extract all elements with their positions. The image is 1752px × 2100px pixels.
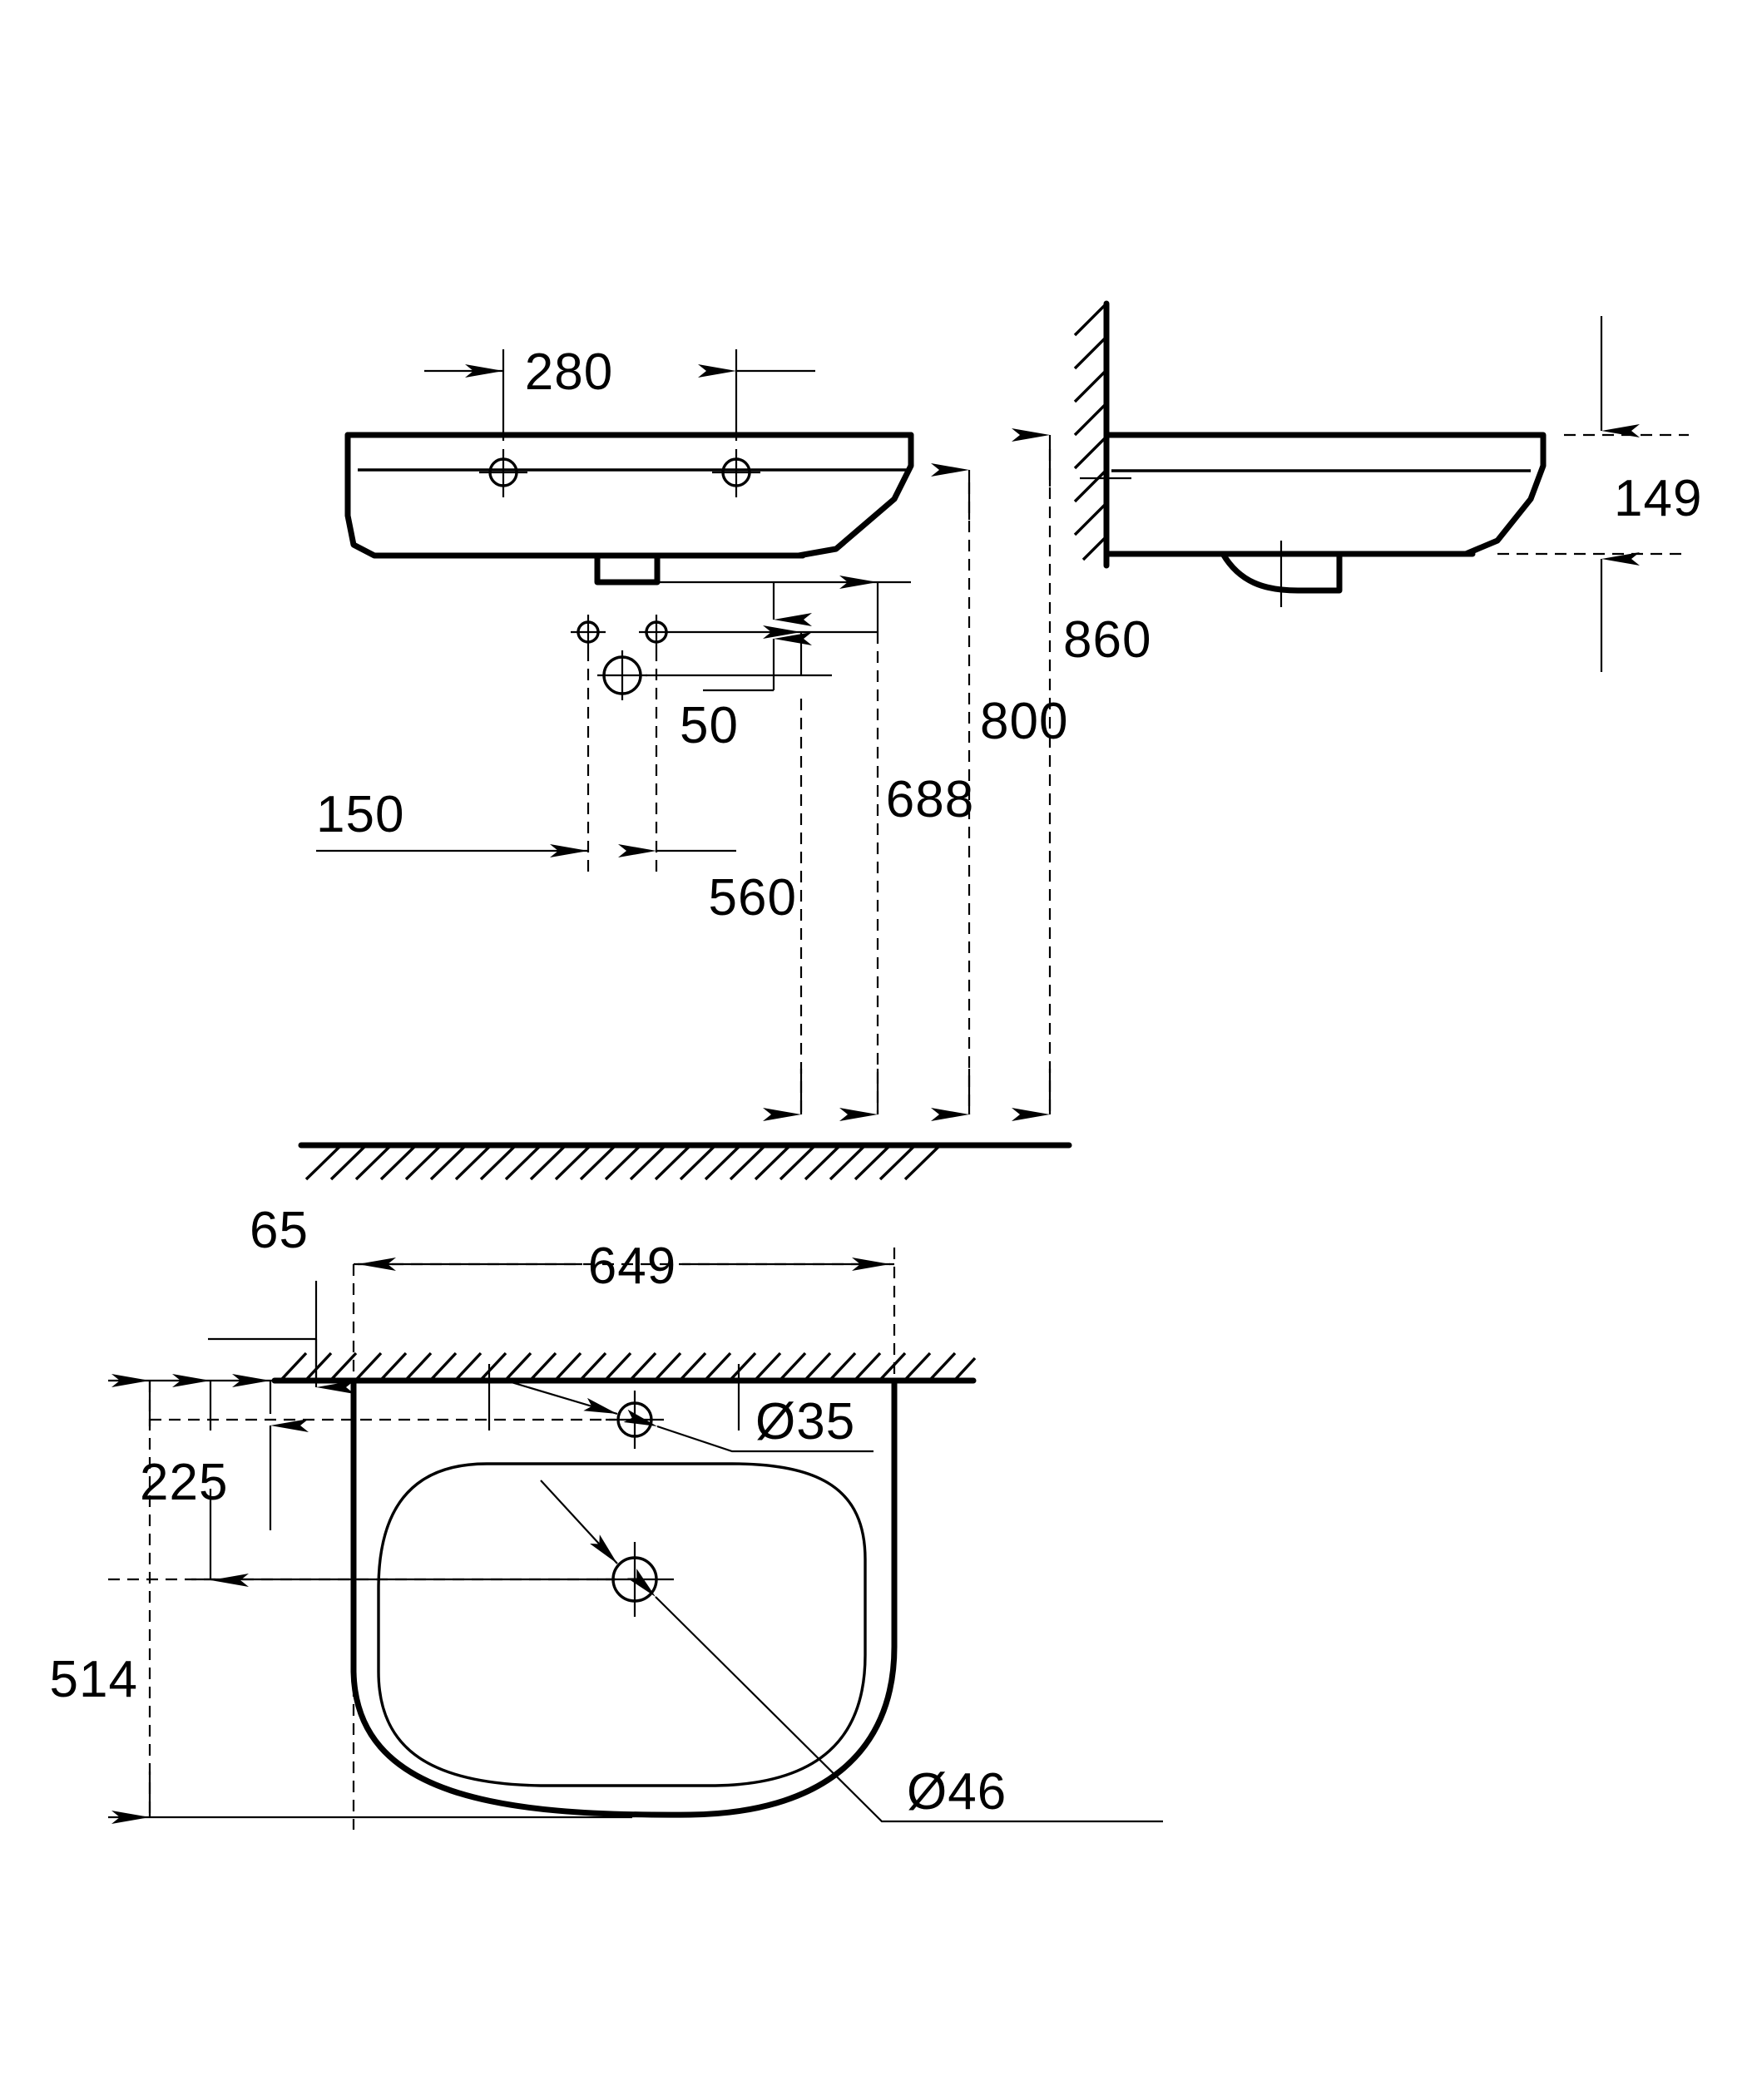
floor-hatching [304,1145,940,1181]
dim-280-label: 280 [525,343,613,401]
dimension-649: 649 [354,1238,894,1295]
dimension-280: 280 [424,343,815,441]
dim-50-label: 50 [680,697,739,754]
supply-hole-right [639,615,674,650]
dimension-860: 860 [1012,428,1151,1121]
dim-65-label: 65 [250,1202,309,1259]
tap-hole-front-right [712,449,760,497]
dimension-65: 65 [208,1202,354,1394]
dim-560-label: 560 [709,869,797,926]
dimension-225: 225 [140,1374,616,1587]
dim-225-label: 225 [140,1454,228,1511]
dim-800-label: 800 [980,693,1068,750]
dim-860-label: 860 [1063,611,1151,669]
wall-section [1073,300,1110,569]
plan-wall-band [271,1351,977,1384]
tap-hole-front-left [479,449,527,497]
supply-hole-left [571,615,606,650]
plan-wall-hatching [280,1351,977,1381]
dim-649-label: 649 [588,1238,676,1295]
floor-line-group [298,1142,1072,1181]
dim-514-label: 514 [50,1651,138,1708]
dimension-514: 514 [50,1374,632,1824]
trap-stub [594,552,661,586]
waste-hole-front [597,650,647,700]
dimension-150: 150 [316,650,736,877]
side-elevation-view: 149 [1073,300,1702,672]
dim-150-label: 150 [316,786,404,843]
diameter-46-callout: Ø46 [540,1480,1163,1823]
wall-hatching [1073,302,1110,561]
basin-plan-outline [350,1377,898,1818]
supply-and-waste-holes-front [571,615,674,700]
dimension-149: 149 [1497,316,1702,672]
dimension-50: 50 [680,582,812,754]
dimension-560: 560 [709,625,803,1121]
dim-688-label: 688 [886,771,974,828]
dia-46-label: Ø46 [907,1763,1007,1821]
plan-view: 65 649 225 [50,1202,1163,1830]
basin-side-outline [1105,432,1547,557]
front-elevation-view: 280 [298,343,1151,1181]
basin-front-outline [344,432,914,559]
side-waste-detail [1220,551,1343,594]
diameter-35-callout: Ø35 [505,1379,874,1453]
dim-149-label: 149 [1614,470,1702,527]
dimension-688: 688 [839,576,974,1121]
basin-bowl-outline [377,1462,867,1787]
dia-35-label: Ø35 [755,1393,855,1450]
dimension-800: 800 [931,463,1068,1121]
